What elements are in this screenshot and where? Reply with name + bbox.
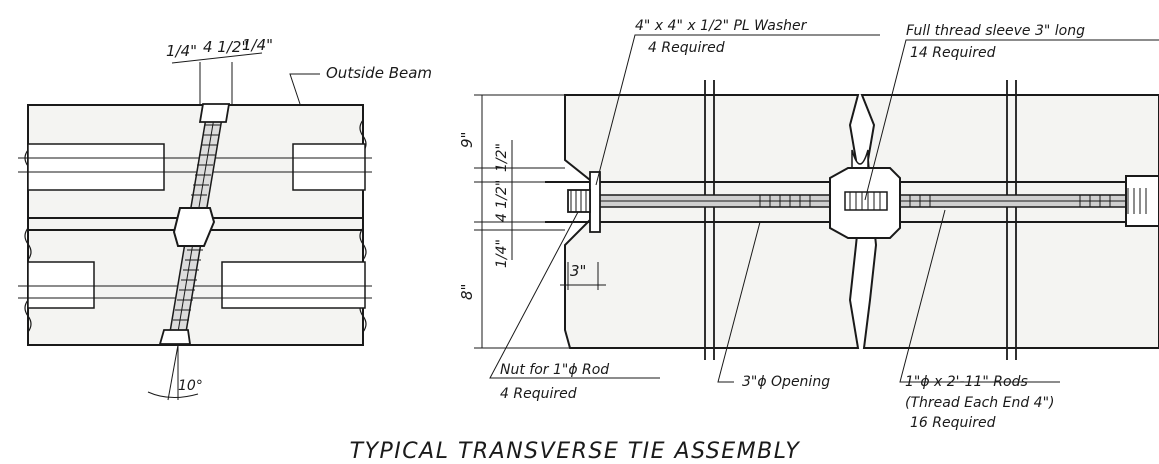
- section-view: 9" 1/2" 4 1/2" 1/4" 8" 3" 4" x 4" x 1/2"…: [458, 18, 1159, 431]
- nut-label-line2: 4 Required: [500, 386, 577, 402]
- opening-label: 3"ϕ Opening: [742, 374, 830, 390]
- sleeve-label-line1: Full thread sleeve 3" long: [906, 23, 1085, 39]
- plan-view: 1/4" 4 1/2" 1/4" Outside Beam 10°: [18, 36, 432, 401]
- dim-quarter-in: 1/4": [494, 239, 510, 268]
- dim-3in: 3": [570, 262, 586, 280]
- skewed-tie-rod: [158, 103, 231, 345]
- rods-label-line1: 1"ϕ x 2'-11" Rods: [905, 374, 1028, 390]
- drawing-title: TYPICAL TRANSVERSE TIE ASSEMBLY: [350, 439, 801, 464]
- nut-label-line1: Nut for 1"ϕ Rod: [500, 362, 609, 378]
- vertical-dimensions: 9" 1/2" 4 1/2" 1/4" 8": [458, 94, 570, 349]
- washer-label-line1: 4" x 4" x 1/2" PL Washer: [635, 18, 808, 34]
- nut-left: [567, 189, 591, 213]
- left-dim-quarter-b: 1/4": [242, 36, 273, 54]
- pocket-top-left: [27, 143, 165, 191]
- dim-9in: 9": [458, 132, 476, 148]
- sleeve-label-line2: 14 Required: [910, 45, 996, 61]
- rods-label-line2: (Thread Each End 4"): [905, 395, 1054, 411]
- left-dim-quarter-a: 1/4": [166, 42, 197, 60]
- skew-angle-label: 10°: [178, 378, 203, 394]
- pocket-top-right: [292, 143, 366, 191]
- outside-beam-label: Outside Beam: [326, 64, 432, 82]
- left-dim-four-half: 4 1/2": [203, 38, 248, 56]
- pocket-bottom-left: [27, 261, 95, 309]
- dim-4half-in: 4 1/2": [494, 180, 510, 222]
- washer-plate-left: [589, 171, 601, 233]
- washer-label-line2: 4 Required: [648, 40, 725, 56]
- dim-half-in: 1/2": [494, 143, 510, 172]
- transverse-rod: [545, 167, 1159, 239]
- rods-label-line3: 16 Required: [910, 415, 996, 431]
- nut-right: [1125, 175, 1159, 227]
- pocket-bottom-right: [221, 261, 366, 309]
- dim-8in: 8": [458, 284, 476, 300]
